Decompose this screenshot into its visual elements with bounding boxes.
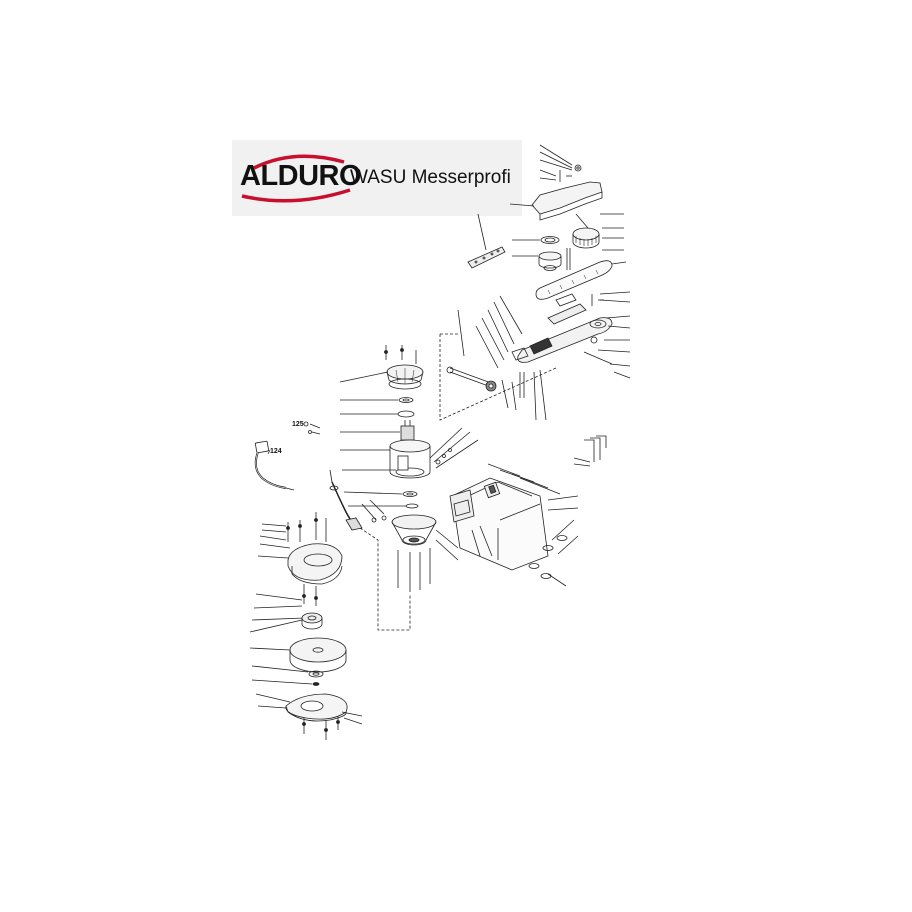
callout-124: 124 [270,448,282,455]
belt-cover-assembly [467,144,627,300]
small-parts-group [303,421,321,435]
hex-keys [573,435,607,467]
callout-125: 125 [292,421,304,428]
power-cable [254,440,295,491]
motor-assembly [339,345,479,592]
brand-name: ALDURO [240,160,362,192]
product-name: WASU Messerprofi [350,167,511,188]
grinding-wheel-stack [249,612,363,740]
cord-clamp [329,469,387,531]
brand-swoosh-icon [241,154,351,203]
brand-header: ALDURO WASU Messerprofi [232,140,522,216]
arm-assembly [446,291,631,421]
switch-box [449,463,579,587]
base-housing [251,512,343,621]
